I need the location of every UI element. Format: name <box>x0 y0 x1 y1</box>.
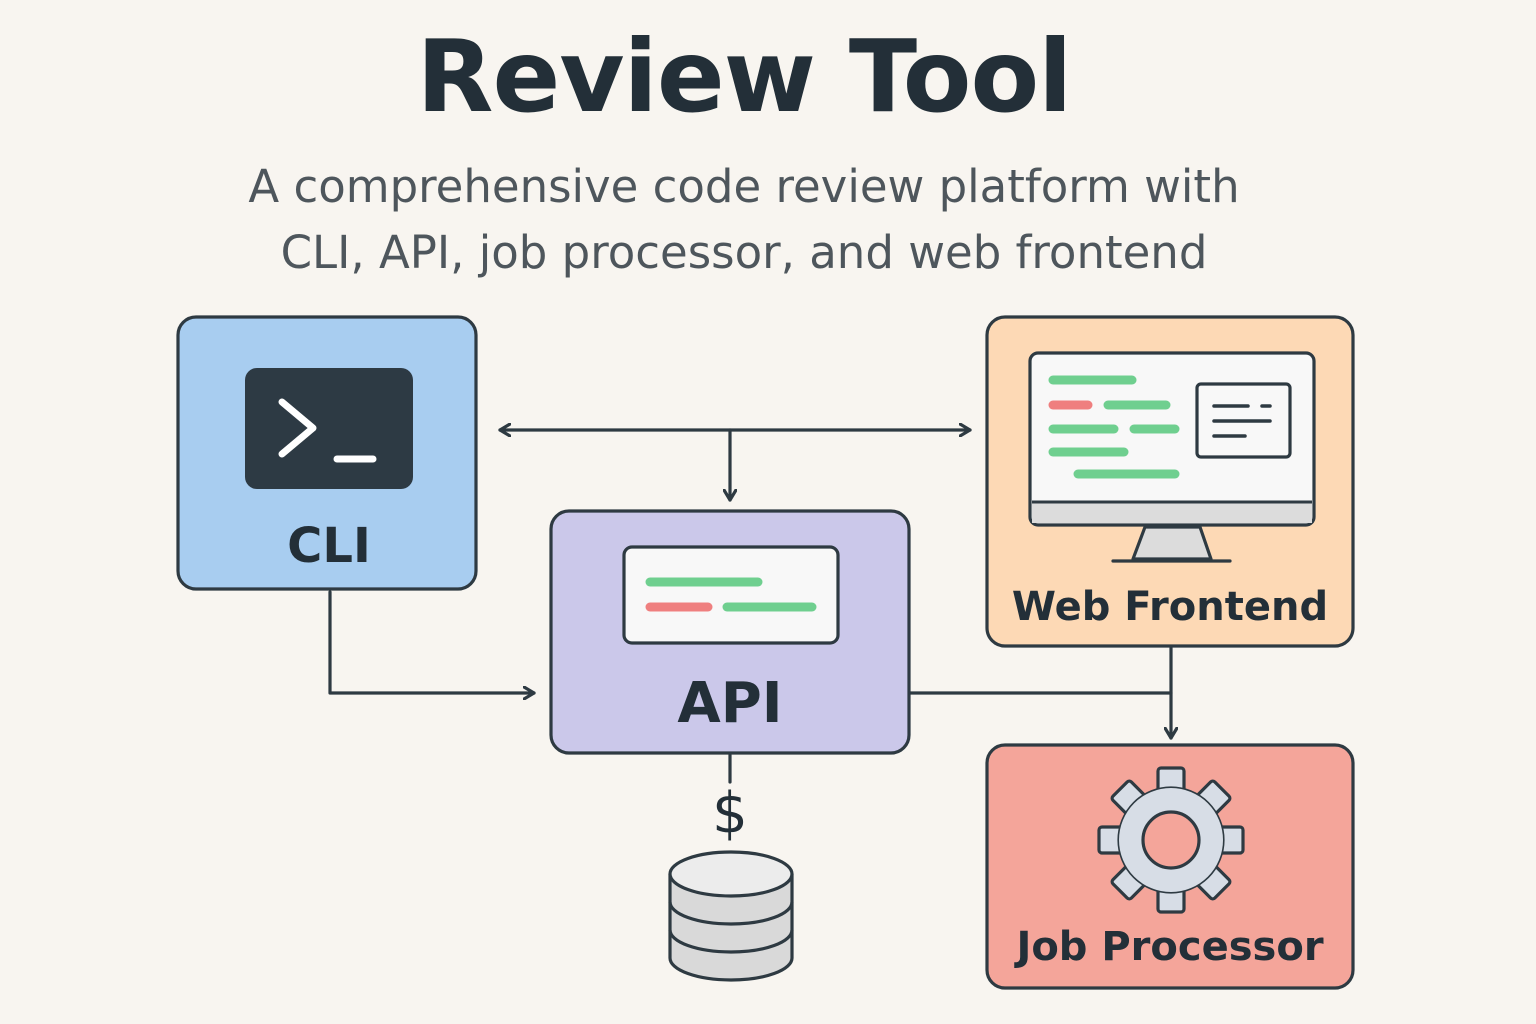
job-processor-component[interactable]: Job Processor <box>985 743 1355 990</box>
diagram-title: Review Tool <box>416 18 1073 135</box>
connector-dollar-symbol: $ <box>712 781 748 846</box>
gear-icon <box>1097 766 1245 914</box>
diagram-subtitle-line-1: A comprehensive code review platform wit… <box>248 160 1240 213</box>
diagram-subtitle-line-2: CLI, API, job processor, and web fronten… <box>280 226 1208 279</box>
api-label: API <box>677 671 782 736</box>
database-icon <box>668 850 794 982</box>
cli-component[interactable]: CLI <box>176 315 478 591</box>
job-processor-label: Job Processor <box>1013 924 1323 970</box>
web-frontend-component[interactable]: Web Frontend <box>985 315 1355 648</box>
cli-label: CLI <box>287 518 371 574</box>
connectors <box>328 430 1171 784</box>
code-panel-icon <box>622 545 840 645</box>
monitor-icon <box>1028 351 1316 563</box>
cli-to-api-arrow <box>328 590 536 693</box>
api-component[interactable]: API <box>549 509 911 755</box>
web-frontend-label: Web Frontend <box>1012 584 1328 630</box>
terminal-icon <box>245 368 413 489</box>
